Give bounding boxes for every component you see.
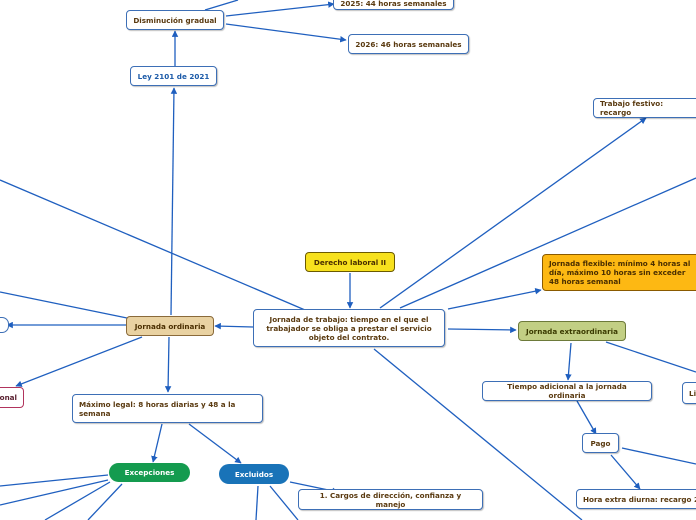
- link-disminucion-top: [204, 0, 239, 11]
- node-ley-2101[interactable]: Ley 2101 de 2021: [130, 66, 217, 86]
- link-adicional-pago: [576, 400, 597, 435]
- node-excluidos[interactable]: Excluidos: [219, 464, 289, 484]
- node-jornada-flexible[interactable]: Jornada flexible: mínimo 4 horas al día,…: [542, 254, 696, 291]
- node-disminucion[interactable]: Disminución gradual: [126, 10, 224, 30]
- link-center-right: [399, 177, 696, 309]
- node-hora-extra-diurna[interactable]: Hora extra diurna: recargo 2: [576, 489, 696, 509]
- node-44-horas[interactable]: 2025: 44 horas semanales: [333, 0, 454, 10]
- link-ordinaria-nal: [15, 336, 143, 387]
- link-center-flexible: [447, 287, 542, 310]
- link-center-bottom: [373, 348, 583, 520]
- link-disminucion-46: [225, 23, 347, 43]
- link-pago-right: [621, 447, 696, 465]
- link-center-ordinaria: [214, 322, 254, 330]
- link-ordinaria-maximo: [164, 336, 172, 393]
- node-jornada-ordinaria[interactable]: Jornada ordinaria: [126, 316, 214, 336]
- link-ordinaria-ley: [170, 87, 178, 316]
- link-excepciones-2: [0, 479, 109, 506]
- node-li[interactable]: Li: [682, 382, 696, 404]
- link-maximo-excepciones: [151, 423, 163, 463]
- node-46-horas[interactable]: 2026: 46 horas semanales: [348, 34, 469, 54]
- link-center-farleft: [0, 179, 306, 311]
- link-disminucion-44: [225, 1, 335, 17]
- node-tiempo-adicional[interactable]: Tiempo adicional a la jornada ordinaria: [482, 381, 652, 401]
- node-jornada-extraordinaria[interactable]: Jornada extraordinaria: [518, 321, 626, 341]
- link-excepciones-1: [0, 474, 109, 487]
- link-maximo-excluidos: [188, 423, 242, 464]
- node-left-nal[interactable]: onal: [0, 387, 24, 408]
- link-pago-diurna: [610, 454, 641, 490]
- link-center-festivo: [379, 117, 647, 309]
- link-center-extra: [447, 326, 517, 334]
- link-extra-li: [605, 341, 696, 373]
- node-maximo-legal[interactable]: Máximo legal: 8 horas diarias y 48 a la …: [72, 394, 263, 423]
- node-pago[interactable]: Pago: [582, 433, 619, 453]
- node-trabajo-festivo[interactable]: Trabajo festivo: recargo: [593, 98, 696, 118]
- link-ordinaria-left1: [0, 291, 128, 319]
- link-extra-adicional: [565, 342, 572, 381]
- node-excepciones[interactable]: Excepciones: [109, 463, 190, 482]
- link-excepciones-3: [44, 481, 111, 520]
- link-excepciones-4: [87, 483, 123, 520]
- node-cargos-direccion[interactable]: 1. Cargos de dirección, confianza y mane…: [298, 489, 483, 510]
- node-offscreen-left[interactable]: [0, 317, 9, 333]
- node-jornada-trabajo[interactable]: Jornada de trabajo: tiempo en el que el …: [253, 309, 445, 347]
- link-excluidos-2: [255, 485, 259, 520]
- node-derecho-laboral[interactable]: Derecho laboral II: [305, 252, 395, 272]
- link-excluidos-3: [269, 485, 299, 520]
